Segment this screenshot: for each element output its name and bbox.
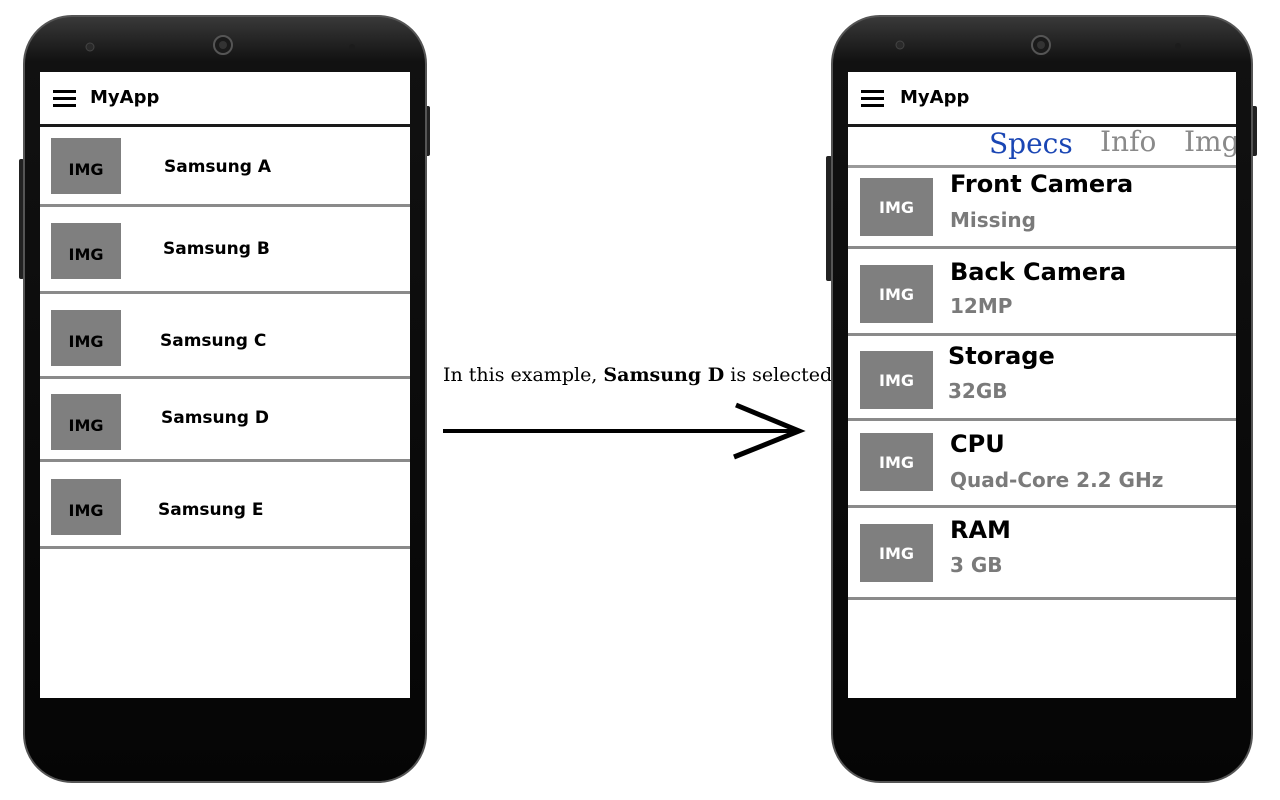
list-item[interactable]: IMG Samsung D [40,379,410,462]
thumbnail-image: IMG [51,310,121,366]
caption-highlight: Samsung D [603,364,725,386]
thumbnail-image: IMG [51,394,121,450]
thumbnail-image: IMG [51,138,121,194]
thumbnail-image: IMG [51,479,121,535]
app-title: MyApp [90,87,160,108]
app-bar: MyApp [40,72,410,127]
menu-icon[interactable] [861,90,884,107]
thumbnail-image: IMG [51,223,121,279]
menu-icon[interactable] [53,90,76,107]
item-label: Samsung D [161,408,269,428]
spec-image: IMG [860,351,933,409]
tab-bar: Specs Info Img [848,125,1236,168]
list-item[interactable]: IMG Samsung C [40,294,410,379]
caption: In this example, Samsung D is selected [443,364,832,386]
spec-value: 32GB [948,379,1008,403]
item-label: Samsung E [158,500,264,520]
app-bar: MyApp [848,72,1236,127]
spec-image: IMG [860,524,933,582]
caption-prefix: In this example, [443,364,598,386]
speaker-icon [85,42,95,52]
sensor-icon [1175,43,1181,49]
spec-row[interactable]: IMG Back Camera 12MP [848,249,1236,336]
list-item[interactable]: IMG Samsung B [40,207,410,294]
item-label: Samsung B [163,239,270,259]
spec-name: Front Camera [950,170,1134,198]
right-screen: MyApp Specs Info Img IMG Front Camera Mi… [848,72,1236,698]
speaker-icon [895,40,905,50]
spec-name: RAM [950,516,1011,544]
right-phone: MyApp Specs Info Img IMG Front Camera Mi… [826,14,1257,790]
tab-info[interactable]: Info [1100,125,1157,158]
spec-row[interactable]: IMG Front Camera Missing [848,168,1236,249]
spec-row[interactable]: IMG RAM 3 GB [848,508,1236,600]
spec-row[interactable]: IMG Storage 32GB [848,336,1236,421]
caption-suffix: is selected [730,364,833,386]
tab-specs[interactable]: Specs [989,127,1073,160]
tab-img[interactable]: Img [1184,125,1236,158]
app-title: MyApp [900,87,970,108]
spec-image: IMG [860,265,933,323]
item-label: Samsung A [164,157,271,177]
spec-row[interactable]: IMG CPU Quad-Core 2.2 GHz [848,421,1236,508]
spec-value: Missing [950,208,1036,232]
item-label: Samsung C [160,331,267,351]
left-phone: MyApp IMG Samsung A IMG Samsung B IMG Sa… [19,14,430,790]
spec-value: Quad-Core 2.2 GHz [950,468,1164,492]
sensor-icon [349,44,355,50]
list-item[interactable]: IMG Samsung A [40,127,410,207]
spec-value: 3 GB [950,553,1003,577]
spec-name: CPU [950,430,1005,458]
arrow-icon [443,402,806,460]
spec-image: IMG [860,433,933,491]
list-item[interactable]: IMG Samsung E [40,462,410,549]
spec-name: Storage [948,342,1055,370]
spec-value: 12MP [950,294,1013,318]
left-screen: MyApp IMG Samsung A IMG Samsung B IMG Sa… [40,72,410,698]
spec-image: IMG [860,178,933,236]
spec-name: Back Camera [950,258,1127,286]
